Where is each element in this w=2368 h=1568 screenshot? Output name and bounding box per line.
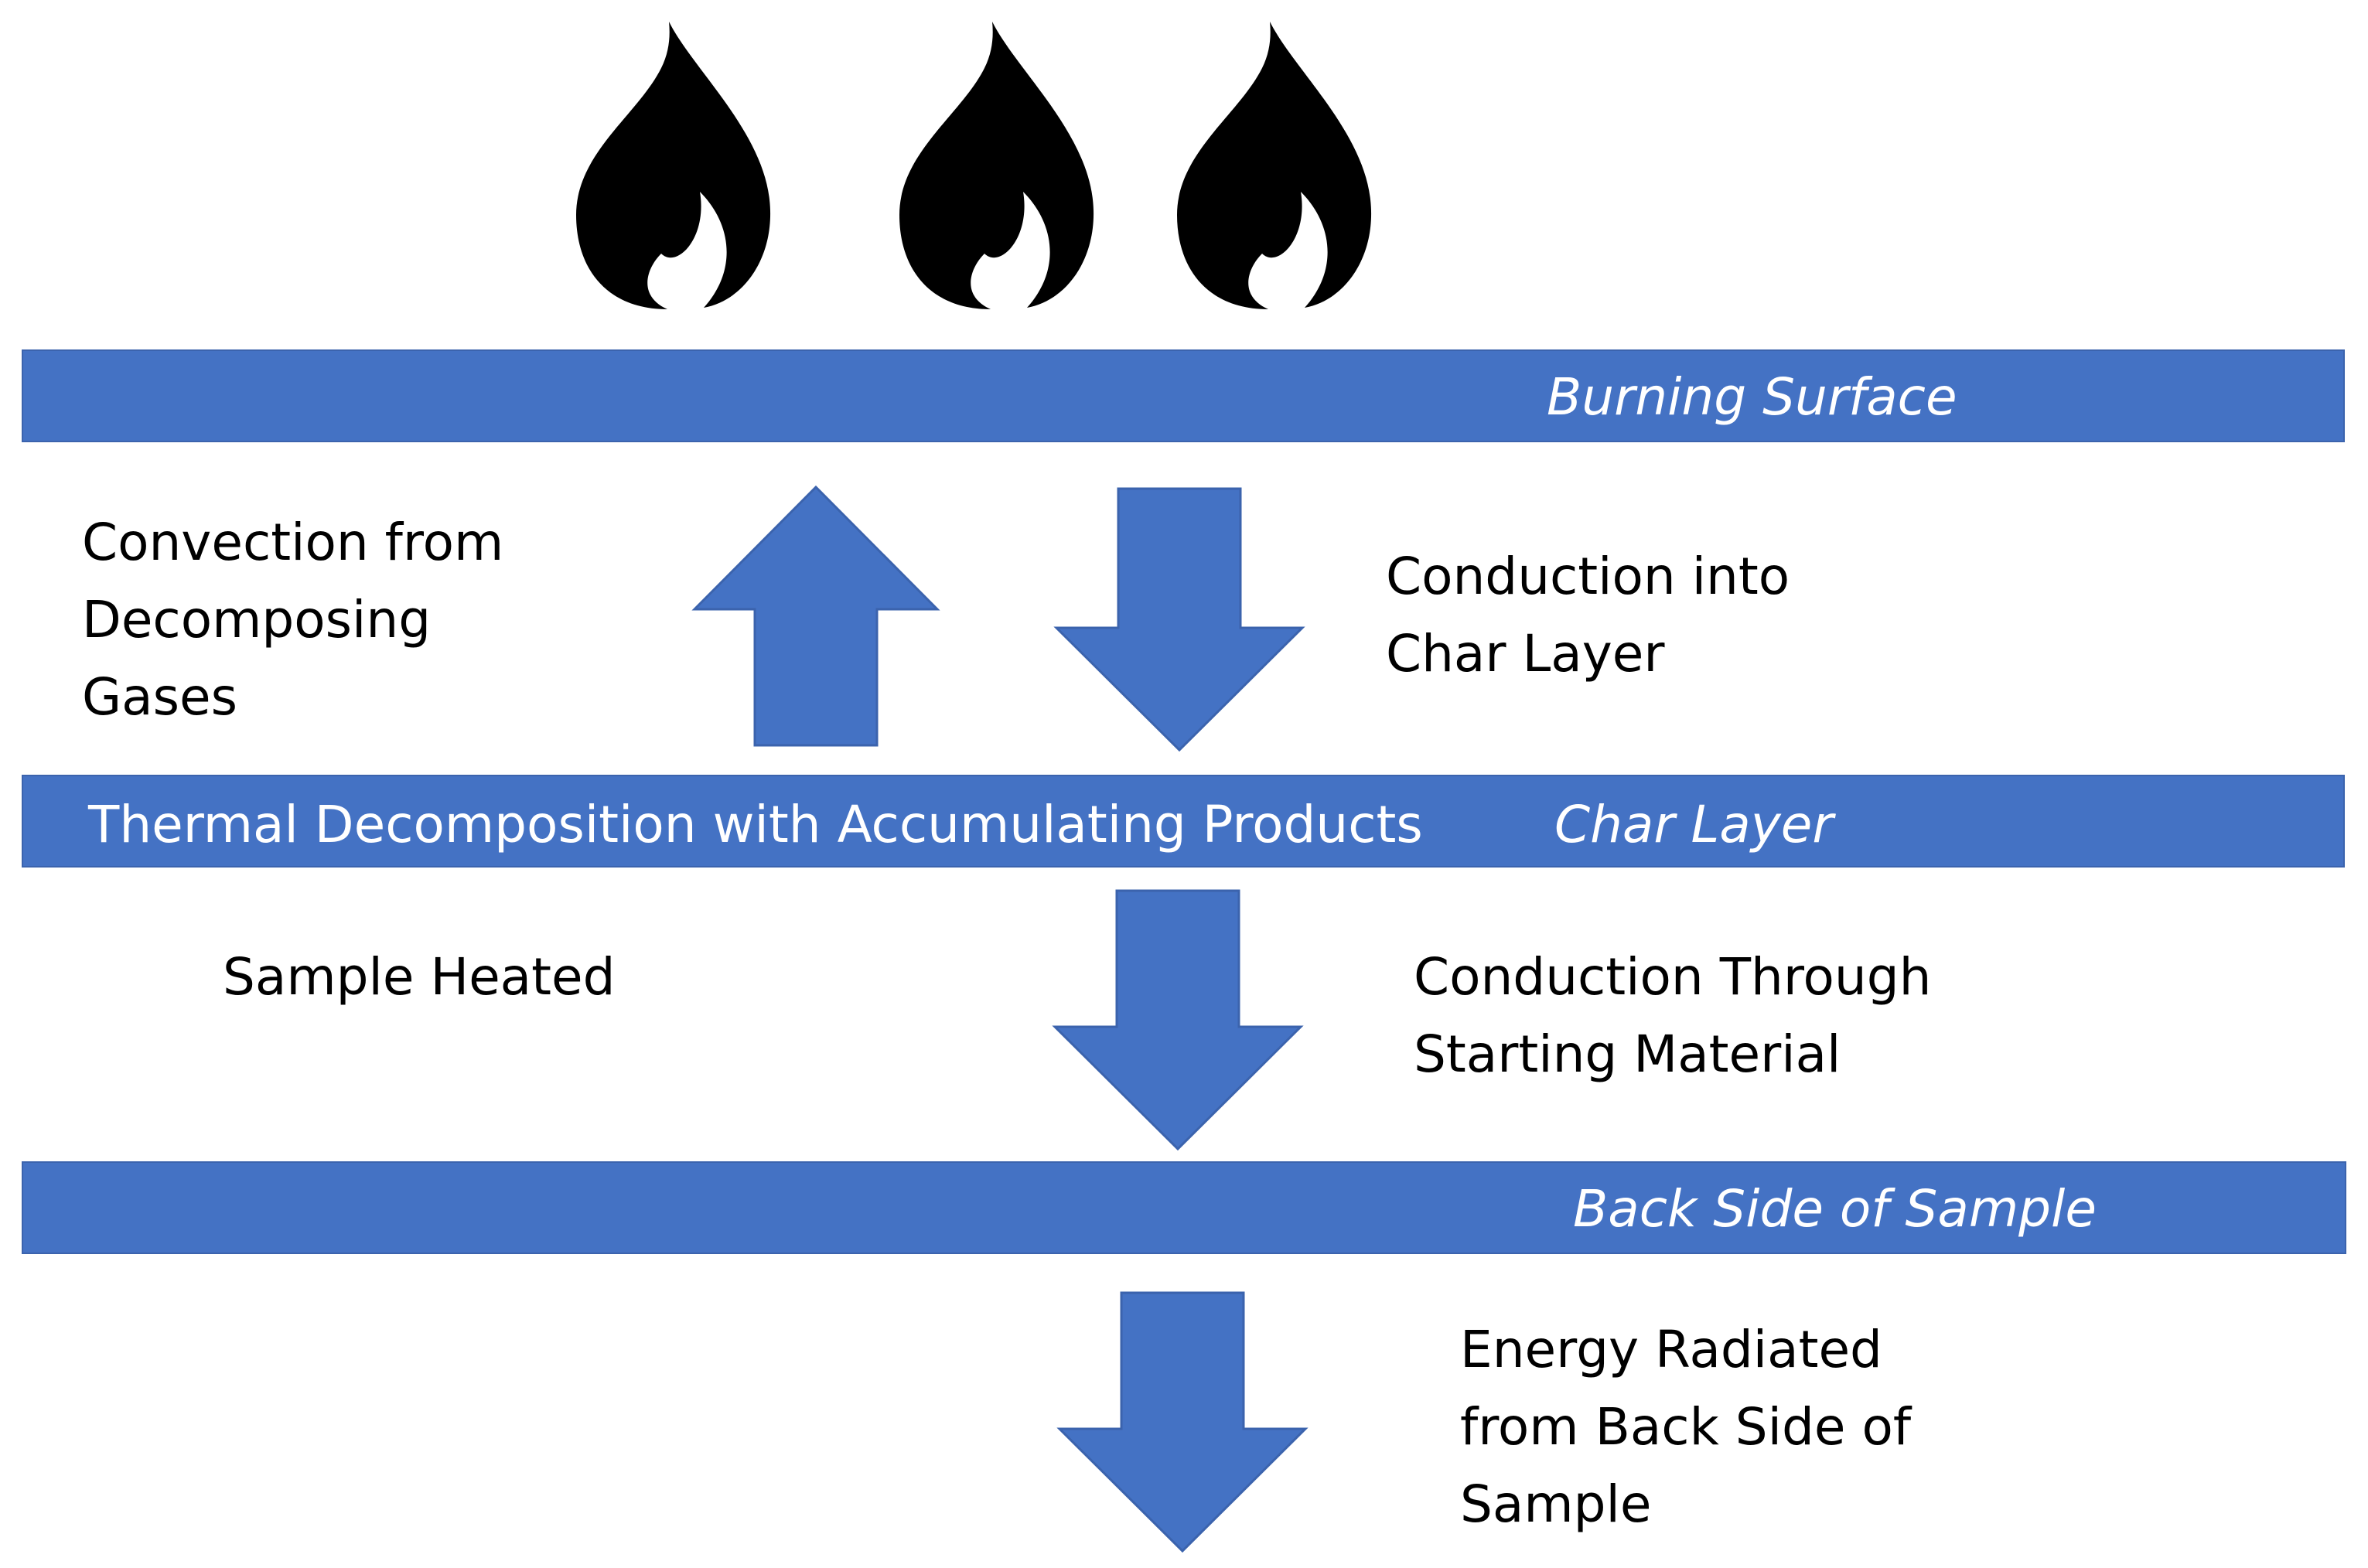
char-layer-label: Char Layer [1554,795,1834,854]
arrow-down-energy-radiated [1056,1291,1309,1553]
convection-line-3: Gases [82,667,237,727]
flame-icon [899,22,1094,309]
energy-radiated-caption: Energy Radiated from Back Side of Sample [1460,1311,1911,1543]
back-side-label: Back Side of Sample [1573,1179,2097,1239]
flame-icon [1177,22,1372,309]
sample-heated-line-1: Sample Heated [223,947,616,1007]
energy-radiated-line-2: from Back Side of [1460,1397,1912,1457]
burning-surface-band: Burning Surface [22,349,2345,442]
energy-radiated-line-3: Sample [1460,1474,1652,1534]
burning-surface-label: Burning Surface [1547,367,1957,427]
convection-line-1: Convection from [82,513,504,572]
back-side-band: Back Side of Sample [22,1161,2346,1254]
conduction-through-caption: Conduction Through Starting Material [1414,939,1931,1093]
conduction-char-line-2: Char Layer [1386,624,1665,683]
convection-caption: Convection from Decomposing Gases [82,504,503,736]
sample-heated-caption: Sample Heated [223,939,616,1016]
energy-radiated-line-1: Energy Radiated [1460,1320,1882,1379]
flame-icon [576,22,771,309]
conduction-through-line-2: Starting Material [1414,1024,1841,1084]
arrow-up-convection [691,485,940,747]
conduction-char-caption: Conduction into Char Layer [1386,538,1790,693]
char-layer-band: Thermal Decomposition with Accumulating … [22,775,2345,868]
conduction-through-line-1: Conduction Through [1414,947,1932,1007]
arrow-down-conduction-through [1052,889,1304,1151]
char-layer-process-label: Thermal Decomposition with Accumulating … [88,795,1423,854]
conduction-char-line-1: Conduction into [1386,547,1790,606]
convection-line-2: Decomposing [82,590,432,649]
arrow-down-conduction-char [1053,487,1305,752]
